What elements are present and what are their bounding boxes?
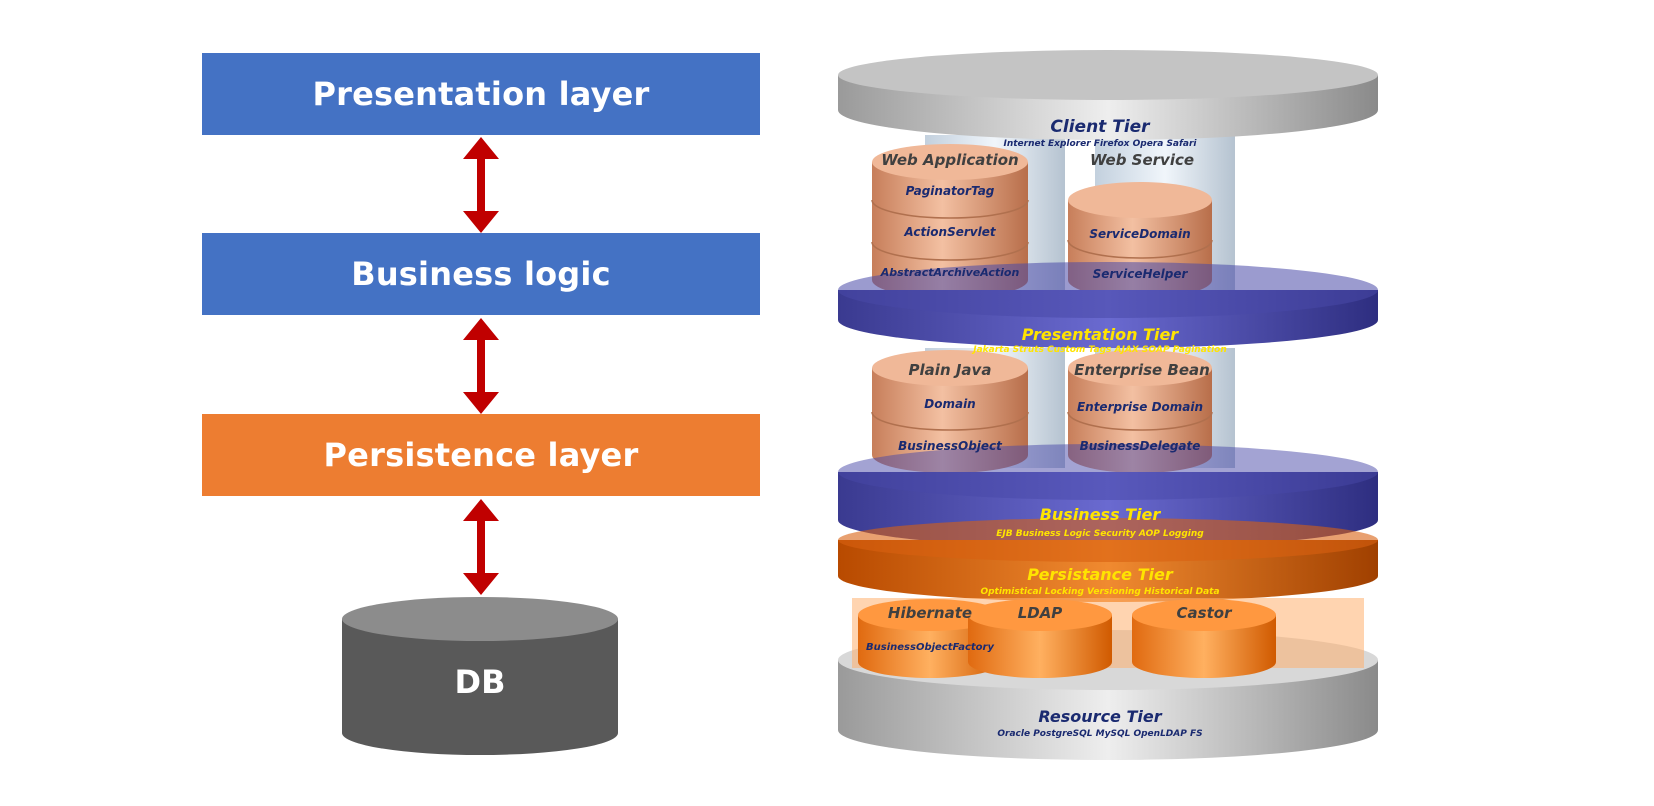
hibernate-cylinder — [858, 599, 1002, 678]
presentation-layer-label: Presentation layer — [312, 75, 650, 113]
persistance-tier-items: Optimistical Locking Versioning Historic… — [980, 587, 1219, 597]
business-logic-box: Business logic — [202, 233, 760, 315]
web-service-item-2: ServiceHelper — [1093, 267, 1189, 281]
plain-java-cylinder — [871, 350, 1029, 473]
persistence-layer-box: Persistence layer — [202, 414, 760, 496]
tier-stack-diagram: Client Tier Internet Explorer Firefox Op… — [838, 50, 1378, 760]
hibernate-title: Hibernate — [888, 604, 972, 622]
db-label: DB — [455, 663, 506, 701]
web-application-item-3: AbstractArchiveAction — [880, 266, 1020, 279]
web-application-cylinder — [871, 144, 1029, 298]
castor-title: Castor — [1177, 604, 1234, 622]
business-logic-label: Business logic — [351, 255, 611, 293]
ldap-title: LDAP — [1018, 604, 1063, 622]
presentation-layer-box: Presentation layer — [202, 53, 760, 135]
resource-tier-title: Resource Tier — [1038, 707, 1162, 726]
arrow-persistence-db — [463, 499, 499, 595]
business-tier-title: Business Tier — [1040, 505, 1162, 524]
plain-java-title: Plain Java — [909, 361, 992, 379]
persistance-tier-title: Persistance Tier — [1027, 565, 1174, 584]
enterprise-bean-item-1: Enterprise Domain — [1077, 400, 1203, 414]
presentation-tier-items: Jakarta Struts Custom Tags AJAX SOAP Pag… — [971, 345, 1227, 355]
web-service-title: Web Service — [1090, 151, 1194, 169]
presentation-tier-title: Presentation Tier — [1022, 325, 1180, 344]
hibernate-item-1: BusinessObjectFactory — [866, 642, 994, 653]
resource-tier-items: Oracle PostgreSQL MySQL OpenLDAP FS — [997, 729, 1202, 739]
client-tier-disk — [838, 50, 1378, 140]
web-application-title: Web Application — [881, 151, 1018, 169]
web-application-item-1: PaginatorTag — [906, 184, 995, 198]
persistence-layer-label: Persistence layer — [323, 436, 639, 474]
business-tier-items: EJB Business Logic Security AOP Logging — [996, 529, 1204, 539]
plain-java-item-1: Domain — [924, 397, 975, 411]
presentation-tier-disk — [838, 262, 1378, 348]
web-service-item-1: ServiceDomain — [1089, 227, 1190, 241]
arrow-business-persistence — [463, 318, 499, 414]
arrow-presentation-business — [463, 137, 499, 233]
persistance-tier-disk — [838, 518, 1378, 602]
client-tier-title: Client Tier — [1050, 117, 1151, 137]
web-application-item-2: ActionServlet — [903, 225, 996, 239]
castor-cylinder — [1132, 599, 1276, 678]
db-cylinder: DB — [342, 597, 618, 755]
enterprise-bean-item-2: BusinessDelegate — [1080, 439, 1201, 453]
enterprise-bean-title: Enterprise Bean — [1074, 361, 1210, 379]
client-tier-items: Internet Explorer Firefox Opera Safari — [1003, 139, 1197, 149]
plain-java-item-2: BusinessObject — [898, 439, 1003, 453]
ldap-cylinder — [968, 599, 1112, 678]
